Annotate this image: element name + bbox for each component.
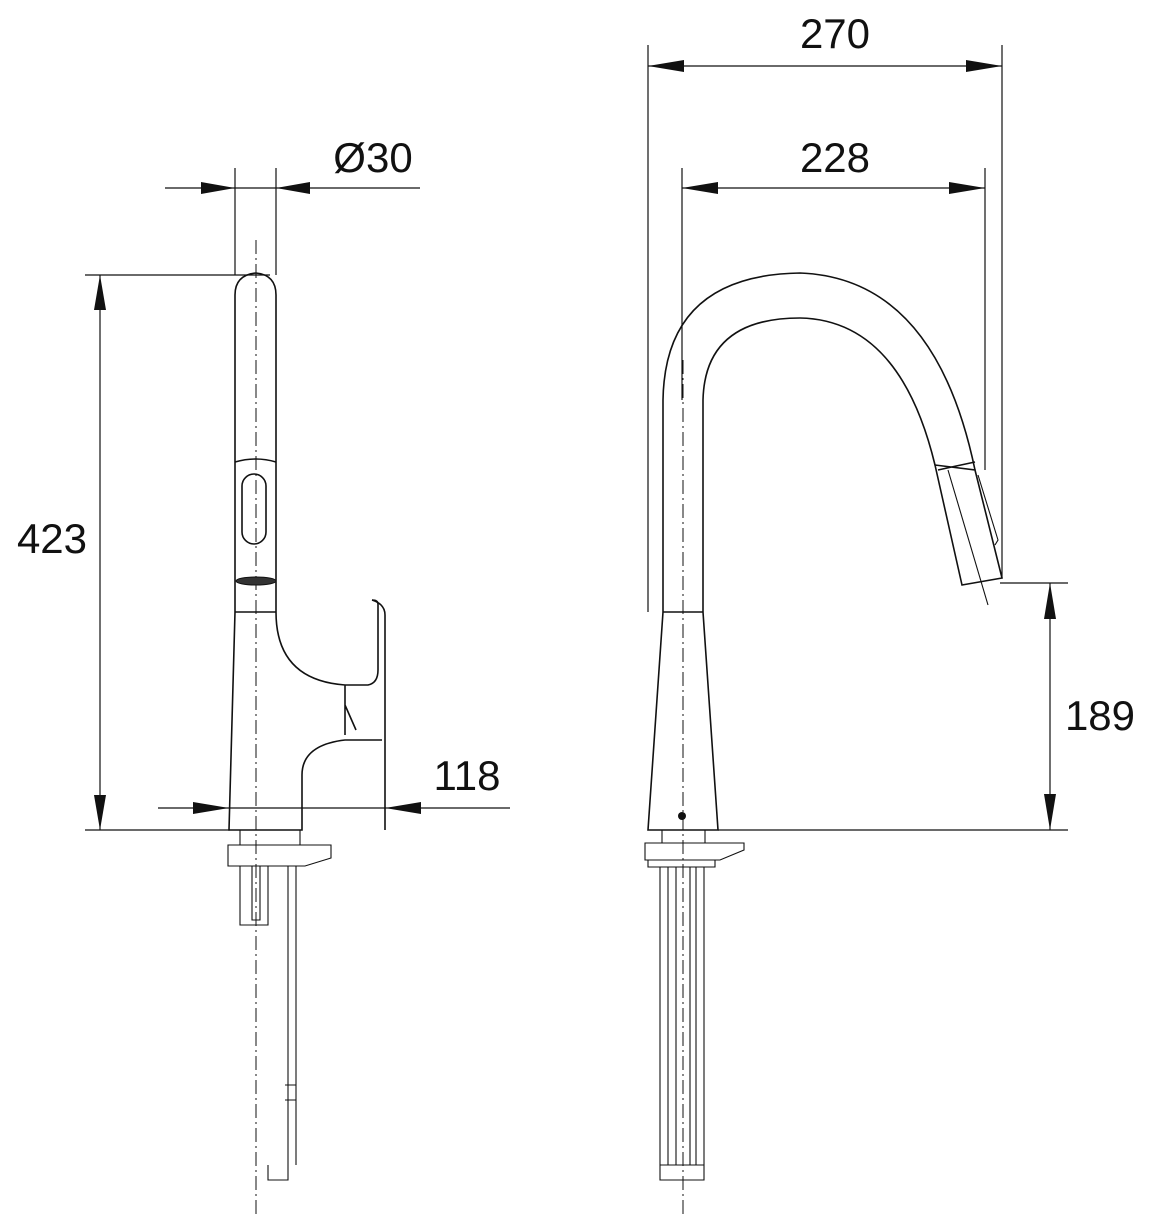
front-indicator-dot (678, 812, 686, 820)
dim-clearance-arrow-bottom (1044, 794, 1056, 830)
dim-height-arrow-top (94, 275, 106, 310)
dim-spout-arrow-right (949, 182, 985, 194)
handle-reach-label: 118 (434, 752, 501, 799)
dim-height-lines (85, 274, 270, 831)
dim-reach-arrow-left (193, 802, 229, 814)
dim-reach-arrow-right (385, 802, 421, 814)
side-mount (227, 830, 332, 1181)
front-mount (644, 830, 745, 1181)
overall-reach-label: 270 (800, 10, 870, 57)
front-view: 270 228 189 (644, 10, 1135, 1215)
spout-clearance-label: 189 (1065, 692, 1135, 739)
side-spout-tube (234, 272, 277, 612)
dim-overall-arrow-left (648, 60, 684, 72)
dim-overall-arrow-right (966, 60, 1002, 72)
front-spray-detail (947, 469, 999, 606)
side-aerator-ring (235, 576, 277, 586)
diameter-label: Ø30 (333, 134, 412, 181)
dim-diameter-arrow-right (276, 182, 310, 194)
dim-height-arrow-bottom (94, 795, 106, 830)
side-view: Ø30 423 118 (17, 134, 510, 1215)
side-sprayer-slot (241, 473, 267, 545)
dim-diameter-arrow-left (201, 182, 235, 194)
dim-spout-arrow-left (682, 182, 718, 194)
spout-reach-label: 228 (800, 134, 870, 181)
front-spout-arch (662, 272, 976, 612)
side-handle (371, 599, 386, 830)
front-spray-head (933, 461, 1003, 586)
dim-clearance-arrow-top (1044, 583, 1056, 619)
dim-spout-lines (681, 168, 986, 470)
front-body (647, 611, 719, 831)
dim-clearance-lines (718, 582, 1068, 831)
side-body (228, 599, 382, 831)
height-label: 423 (17, 515, 87, 562)
dim-overall-lines (647, 45, 1003, 612)
side-sprayer-band (234, 458, 277, 463)
